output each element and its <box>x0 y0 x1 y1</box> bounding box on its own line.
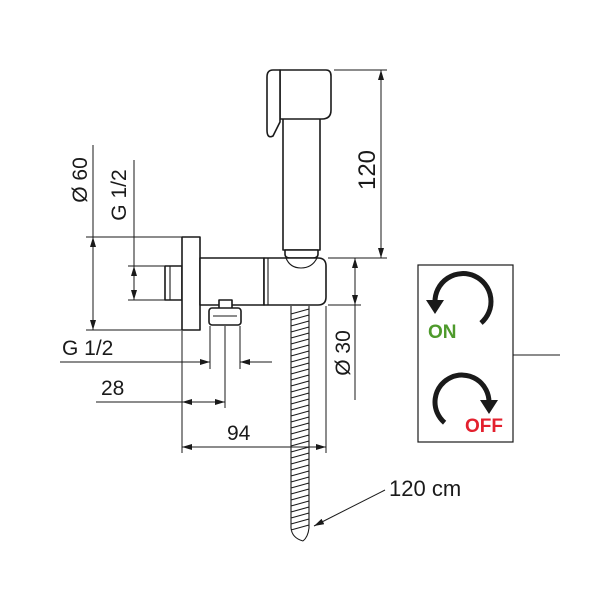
dimension-label-diameter-30: Ø 30 <box>332 330 355 376</box>
wall-holder <box>164 236 327 331</box>
dimension-label-94: 94 <box>227 422 251 445</box>
hand-shower-bottom-cap <box>284 249 319 259</box>
dimension-projection: 94 <box>182 306 327 453</box>
valve-body <box>199 257 265 306</box>
clockwise-arrow-icon <box>432 372 498 425</box>
off-label: OFF <box>465 416 503 437</box>
hand-shower-head <box>279 69 332 120</box>
dimension-outlet-offset: 28 <box>96 326 226 453</box>
dimension-thread-inlet: G 1/2 <box>108 160 165 301</box>
dimension-thread-outlet: G 1/2 <box>60 326 272 369</box>
dimension-diameter-body: Ø 30 <box>328 258 361 400</box>
counterclockwise-arrow-icon <box>426 271 494 325</box>
hand-shower <box>266 69 332 259</box>
dimension-diameter-flange: Ø 60 <box>69 145 182 331</box>
dimension-label-120: 120 <box>354 150 381 190</box>
shower-holder-cradle <box>263 257 327 306</box>
dimension-label-28: 28 <box>101 377 124 400</box>
hand-shower-handle <box>282 117 321 251</box>
cradle-seat-curve <box>285 257 318 269</box>
dimension-height: 120 <box>328 69 387 259</box>
hose-length-callout: 120 cm <box>313 476 461 527</box>
hand-shower-spray-face <box>266 69 281 138</box>
spiral-hose <box>290 306 310 542</box>
dimension-label-g-half-outlet: G 1/2 <box>62 337 113 360</box>
hose-length-label: 120 cm <box>389 476 461 501</box>
wall-flange <box>181 236 201 331</box>
inlet-thread-connector <box>164 265 183 301</box>
on-off-legend: ON OFF <box>417 264 560 443</box>
dimension-label-diameter-60: Ø 60 <box>69 157 92 203</box>
dimension-label-g-half-inlet: G 1/2 <box>108 169 131 220</box>
on-label: ON <box>428 322 457 343</box>
hose-leader-line <box>313 489 386 527</box>
